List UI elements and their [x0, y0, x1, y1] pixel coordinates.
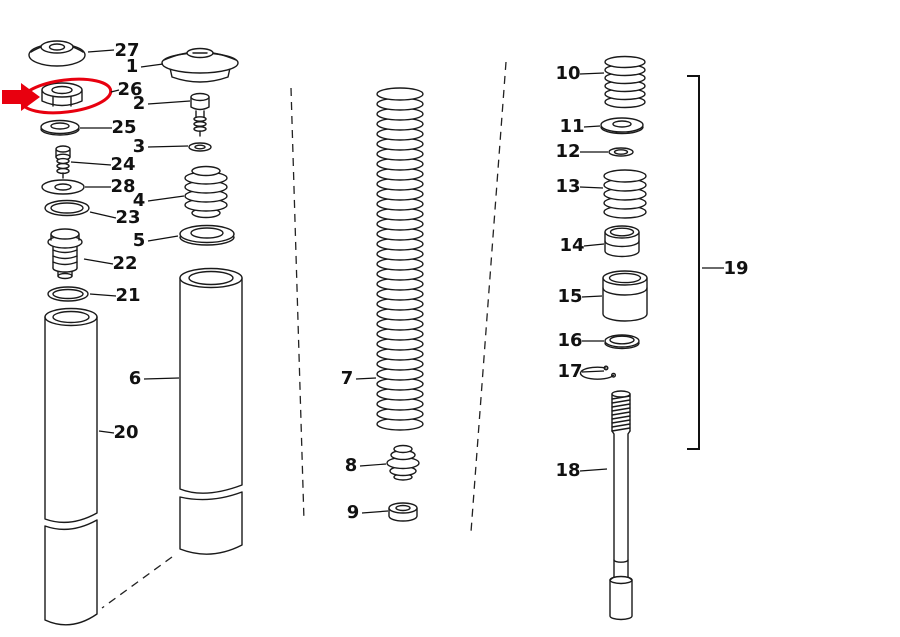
- part-number-15: 15: [557, 286, 582, 307]
- part-27-dust-cap: [28, 40, 86, 67]
- part-number-10: 10: [555, 63, 580, 84]
- callout-part-14: 14: [559, 235, 605, 256]
- part-number-1: 1: [126, 56, 139, 77]
- callout-part-27: 27: [87, 40, 140, 61]
- part-number-2: 2: [133, 93, 146, 114]
- part-10-spring: [604, 55, 646, 109]
- part-number-27: 27: [114, 40, 139, 61]
- callout-part-2: 2: [133, 93, 191, 114]
- callout-part-25: 25: [80, 117, 137, 138]
- callout-part-13: 13: [555, 176, 604, 197]
- callout-part-26: 26: [110, 79, 143, 100]
- callout-part-15: 15: [557, 286, 603, 307]
- part-number-25: 25: [111, 117, 136, 138]
- callouts: 27 1 26 2 25 3 24 28: [70, 40, 749, 523]
- part-number-6: 6: [129, 368, 142, 389]
- part-24-screw-with-spring: [55, 145, 71, 179]
- part-13-spring: [603, 169, 647, 219]
- callout-part-5: 5: [133, 230, 179, 251]
- callout-part-6: 6: [129, 368, 180, 389]
- part-number-7: 7: [341, 368, 354, 389]
- part-number-17: 17: [557, 361, 582, 382]
- part-8-buffer: [386, 444, 420, 481]
- callout-part-3: 3: [133, 136, 189, 157]
- part-25-washer: [40, 119, 80, 136]
- callout-part-23: 23: [89, 207, 141, 228]
- part-3-ring: [188, 142, 212, 152]
- dashed-line-bottom: [101, 556, 173, 609]
- part-number-5: 5: [133, 230, 146, 251]
- part-number-8: 8: [345, 455, 358, 476]
- callout-part-19: 19: [702, 258, 749, 279]
- highlight-arrow-icon: [2, 83, 40, 111]
- part-11-washer: [600, 117, 644, 135]
- callout-part-8: 8: [345, 455, 387, 476]
- dashed-line-right: [470, 61, 507, 533]
- callout-part-17: 17: [557, 361, 605, 382]
- part-number-26: 26: [117, 79, 142, 100]
- callout-part-7: 7: [341, 368, 377, 389]
- part-17-circlip: [579, 365, 617, 380]
- part-5-washer: [179, 224, 235, 246]
- callout-part-18: 18: [555, 460, 608, 481]
- part-2-valve: [190, 92, 210, 137]
- part-number-23: 23: [115, 207, 140, 228]
- part-number-21: 21: [115, 285, 140, 306]
- part-number-22: 22: [112, 253, 137, 274]
- part-4-bellows: [184, 165, 228, 219]
- part-number-4: 4: [133, 190, 146, 211]
- callout-part-21: 21: [89, 285, 141, 306]
- part-number-9: 9: [347, 502, 360, 523]
- callout-part-24: 24: [70, 154, 136, 175]
- callout-part-16: 16: [557, 330, 604, 351]
- highlight-part-26: [2, 77, 113, 115]
- part-number-24: 24: [110, 154, 135, 175]
- part-6-inner-tube: [179, 267, 243, 555]
- part-21-o-ring: [47, 286, 89, 302]
- part-9-ring-nut: [388, 502, 418, 522]
- callout-part-9: 9: [347, 502, 389, 523]
- callout-part-20: 20: [98, 422, 139, 443]
- part-number-20: 20: [113, 422, 138, 443]
- part-1-fork-cap: [161, 47, 239, 83]
- part-number-28: 28: [110, 176, 135, 197]
- callout-part-1: 1: [126, 56, 164, 77]
- part-12-ring: [608, 147, 634, 157]
- part-19-group-bracket: [687, 75, 700, 450]
- part-number-13: 13: [555, 176, 580, 197]
- part-20-outer-tube: [44, 307, 98, 626]
- part-22-bushing: [47, 228, 83, 280]
- part-number-16: 16: [557, 330, 582, 351]
- callout-part-4: 4: [133, 190, 185, 211]
- callout-part-28: 28: [85, 176, 136, 197]
- part-number-19: 19: [723, 258, 748, 279]
- dashed-boundary-lines: [101, 61, 507, 609]
- callout-part-12: 12: [555, 141, 608, 162]
- part-7-main-spring: [376, 87, 424, 431]
- part-18-damper-rod: [609, 390, 633, 621]
- part-26-hex-nut: [41, 82, 83, 107]
- part-number-14: 14: [559, 235, 584, 256]
- callout-part-22: 22: [83, 253, 138, 274]
- dashed-line-left: [290, 87, 305, 522]
- part-number-11: 11: [559, 116, 584, 137]
- part-number-12: 12: [555, 141, 580, 162]
- part-number-3: 3: [133, 136, 146, 157]
- part-28-washer: [41, 179, 85, 195]
- part-15-cylinder: [602, 270, 648, 322]
- part-14-sleeve: [604, 225, 640, 258]
- part-number-18: 18: [555, 460, 580, 481]
- part-16-ring: [604, 334, 640, 350]
- part-23-snap-ring: [44, 199, 90, 217]
- callout-part-10: 10: [555, 63, 605, 84]
- callout-part-11: 11: [559, 116, 601, 137]
